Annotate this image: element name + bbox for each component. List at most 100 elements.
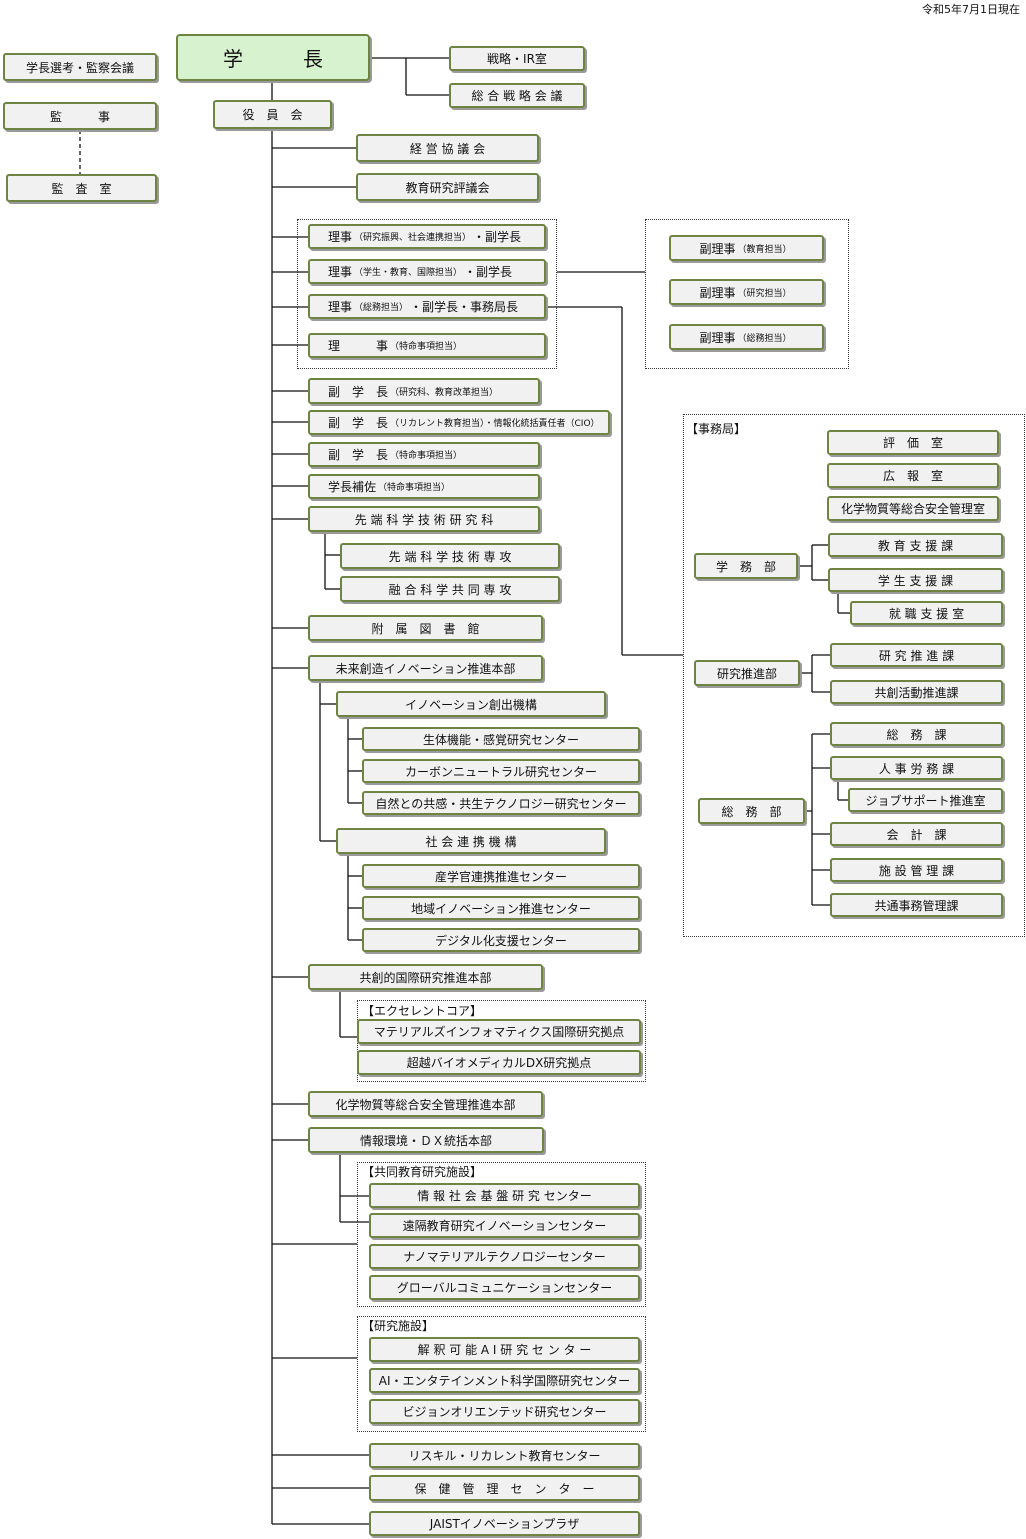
director-research-tail: ・副学長 [473, 230, 522, 244]
hr-div-label: 人 事 労 務 課 [878, 761, 955, 776]
facilities-div-label: 施 設 管 理 課 [878, 863, 955, 878]
research-facilities-group [357, 1316, 646, 1432]
director-education-box: 理事（学生・教育、国際担当）・副学長 [308, 259, 546, 284]
vice-director-general-note: （総務担当） [737, 333, 792, 344]
selection-council-box: 学長選考・監察会議 [3, 53, 157, 81]
core-biomed-label: 超越バイオメディカルDX研究拠点 [406, 1056, 592, 1070]
vp-research-note: （研究科、教育改革担当） [390, 387, 499, 398]
audit-office-box: 監 査 室 [6, 174, 157, 202]
director-general-main: 理事 [328, 300, 353, 314]
job-support-box: ジョブサポート推進室 [848, 788, 1003, 812]
health-center-box: 保 健 管 理 セ ン タ ー [369, 1475, 640, 1501]
strategy-ir-label: 戦略・IR室 [487, 52, 547, 66]
vp-cio-box: 副 学 長（リカレント教育担当）・情報化統括責任者（CIO） [308, 410, 610, 435]
directors-group [297, 219, 557, 369]
research-facilities-label: 【研究施設】 [362, 1319, 435, 1333]
future-hq-label: 未来創造イノベーション推進本部 [335, 661, 516, 676]
secretariat-group [683, 414, 1025, 937]
director-education-note: （学生・教育、国際担当） [354, 268, 463, 278]
program-fusion-box: 融 合 科 学 共 同 専 攻 [340, 576, 560, 602]
research-div-box: 研 究 推 進 課 [830, 643, 1003, 667]
future-hq-box: 未来創造イノベーション推進本部 [308, 655, 543, 681]
center-digital-box: デジタル化支援センター [362, 928, 640, 952]
shared-affairs-label: 共通事務管理課 [874, 898, 959, 913]
edu-council-label: 教育研究評議会 [405, 180, 490, 195]
reskill-center-box: リスキル・リカレント教育センター [369, 1443, 640, 1468]
library-label: 附 属 図 書 館 [371, 621, 480, 636]
center-regional-label: 地域イノベーション推進センター [411, 901, 591, 916]
president-label: 学 長 [223, 47, 323, 71]
center-ai-ent-label: AI・エンタテインメント科学国際研究センター [378, 1374, 631, 1388]
program-advanced-label: 先 端 科 学 技 術 専 攻 [388, 549, 512, 564]
pr-office-label: 広 報 室 [882, 469, 943, 483]
vp-research-main: 副 学 長 [328, 384, 389, 399]
core-materials-label: マテリアルズインフォマティクス国際研究拠点 [373, 1025, 625, 1039]
intl-hq-box: 共創的国際研究推進本部 [308, 964, 543, 990]
infodx-hq-label: 情報環境・ＤＸ統括本部 [359, 1133, 492, 1148]
program-fusion-label: 融 合 科 学 共 同 専 攻 [388, 582, 512, 597]
excellent-core-label: 【エクセレントコア】 [362, 1004, 483, 1018]
director-research-main: 理事 [328, 230, 353, 244]
board-label: 役 員 会 [242, 108, 303, 122]
innovation-plaza-label: JAISTイノベーションプラザ [429, 1517, 580, 1531]
center-infosociety-label: 情 報 社 会 基 盤 研 究 センター [417, 1189, 592, 1203]
director-research-box: 理事（研究振興、社会連携担当）・副学長 [308, 224, 546, 249]
vp-special-box: 副 学 長（特命事項担当） [308, 442, 540, 467]
audit-office-label: 監 査 室 [51, 181, 112, 196]
accounting-div-label: 会 計 課 [886, 827, 947, 842]
research-promo-dept-label: 研究推進部 [716, 666, 777, 681]
center-infosociety-box: 情 報 社 会 基 盤 研 究 センター [369, 1183, 640, 1208]
strategy-council-box: 総 合 戦 略 会 議 [449, 83, 585, 108]
director-general-note: （総務担当） [354, 303, 409, 313]
strategy-ir-box: 戦略・IR室 [449, 46, 585, 71]
president-advisor-box: 学長補佐（特命事項担当） [308, 474, 540, 499]
edu-council-box: 教育研究評議会 [356, 173, 539, 201]
auditor-box: 監 事 [3, 102, 157, 130]
vice-director-general-box: 副理事（総務担当） [669, 324, 824, 350]
center-carbon-box: カーボンニュートラル研究センター [362, 759, 640, 783]
shared-affairs-box: 共通事務管理課 [830, 893, 1003, 917]
center-xai-box: 解 釈 可 能 A I 研 究 セ ン タ ー [369, 1337, 640, 1362]
chem-hq-box: 化学物質等総合安全管理推進本部 [308, 1091, 543, 1117]
chem-hq-label: 化学物質等総合安全管理推進本部 [335, 1097, 516, 1112]
evaluation-office-label: 評 価 室 [882, 436, 943, 450]
academic-dept-box: 学 務 部 [694, 553, 798, 579]
president-advisor-main: 学長補佐 [328, 480, 377, 494]
auditor-label: 監 事 [49, 109, 110, 124]
facilities-div-box: 施 設 管 理 課 [830, 858, 1003, 882]
director-research-note: （研究振興、社会連携担当） [354, 233, 472, 243]
job-support-label: ジョブサポート推進室 [865, 793, 986, 808]
vp-special-note: （特命事項担当） [390, 451, 463, 461]
vice-director-general-main: 副理事 [699, 330, 736, 345]
center-global-label: グローバルコミュニケーションセンター [396, 1281, 613, 1295]
academic-dept-label: 学 務 部 [715, 559, 776, 574]
center-xai-label: 解 釈 可 能 A I 研 究 セ ン タ ー [417, 1343, 592, 1357]
cocreation-div-label: 共創活動推進課 [874, 685, 959, 700]
center-digital-label: デジタル化支援センター [435, 933, 567, 948]
center-nature-box: 自然との共感・共生テクノロジー研究センター [362, 791, 640, 815]
health-center-label: 保 健 管 理 セ ン タ ー [414, 1481, 595, 1496]
vp-research-box: 副 学 長（研究科、教育改革担当） [308, 378, 540, 404]
joint-facilities-group [357, 1162, 646, 1307]
director-special-note: （特命事項担当） [390, 342, 463, 352]
secretariat-label: 【事務局】 [686, 422, 747, 436]
director-education-main: 理事 [328, 265, 353, 279]
reskill-center-label: リスキル・リカレント教育センター [408, 1449, 601, 1463]
general-div-label: 総 務 課 [886, 727, 947, 742]
pr-office-box: 広 報 室 [827, 463, 999, 488]
director-general-box: 理事（総務担当）・副学長・事務局長 [308, 294, 546, 319]
cocreation-div-box: 共創活動推進課 [830, 680, 1003, 704]
social-org-box: 社 会 連 携 機 構 [336, 828, 606, 854]
student-support-box: 学 生 支 援 課 [828, 568, 1003, 592]
center-bio-box: 生体機能・感覚研究センター [362, 727, 640, 751]
strategy-council-label: 総 合 戦 略 会 議 [471, 89, 563, 103]
center-regional-box: 地域イノベーション推進センター [362, 896, 640, 920]
vp-special-main: 副 学 長 [328, 448, 389, 462]
program-advanced-box: 先 端 科 学 技 術 専 攻 [340, 543, 560, 569]
center-bio-label: 生体機能・感覚研究センター [422, 732, 579, 747]
vice-director-education-main: 副理事 [699, 241, 736, 256]
selection-council-label: 学長選考・監察会議 [25, 60, 134, 75]
chem-office-label: 化学物質等総合安全管理室 [840, 502, 985, 516]
